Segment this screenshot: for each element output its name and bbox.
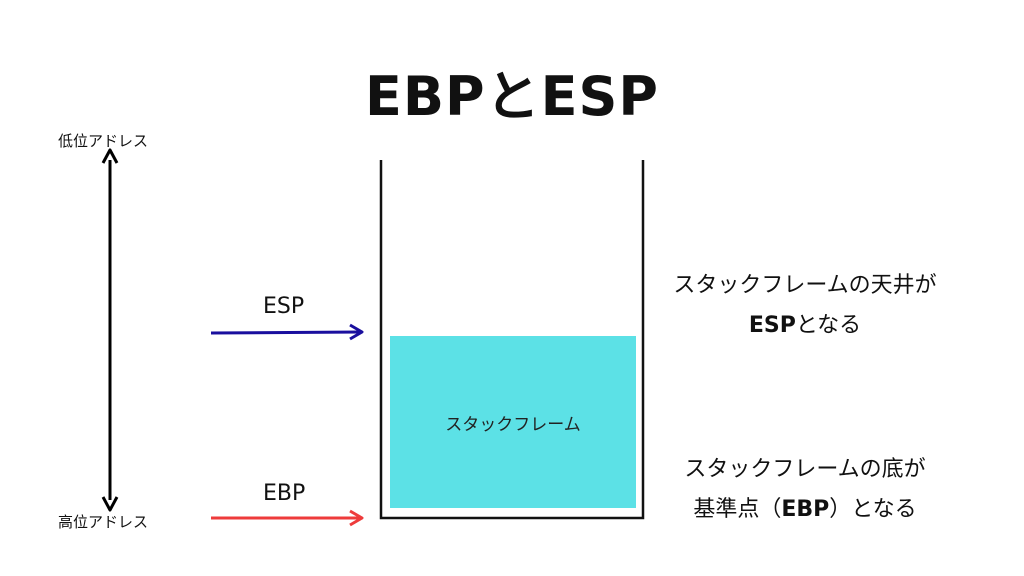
page-title: EBPとESP	[365, 65, 659, 128]
stack-container	[379, 160, 645, 520]
esp-note-line1: スタックフレームの天井が	[673, 273, 937, 298]
address-range-arrow	[101, 148, 119, 512]
esp-note-rest: となる	[795, 313, 862, 338]
esp-arrow	[210, 323, 364, 341]
ebp-note-post: ）となる	[829, 497, 917, 522]
ebp-label: EBP	[263, 481, 306, 506]
stack-frame-label: スタックフレーム	[445, 414, 581, 435]
esp-note-bold: ESP	[748, 313, 796, 338]
esp-note: スタックフレームの天井が ESPとなる	[640, 266, 970, 346]
ebp-note-bold: EBP	[781, 497, 830, 522]
stack-frame-box	[390, 336, 636, 508]
esp-label: ESP	[263, 294, 305, 319]
esp-note-line2: ESPとなる	[640, 306, 970, 346]
ebp-note: スタックフレームの底が 基準点（EBP）となる	[640, 450, 970, 530]
high-address-label: 高位アドレス	[58, 513, 149, 531]
ebp-note-line1: スタックフレームの底が	[684, 457, 926, 482]
ebp-note-line2: 基準点（EBP）となる	[640, 490, 970, 530]
ebp-arrow	[211, 509, 364, 527]
low-address-label: 低位アドレス	[58, 132, 149, 150]
ebp-note-pre: 基準点（	[693, 497, 782, 522]
